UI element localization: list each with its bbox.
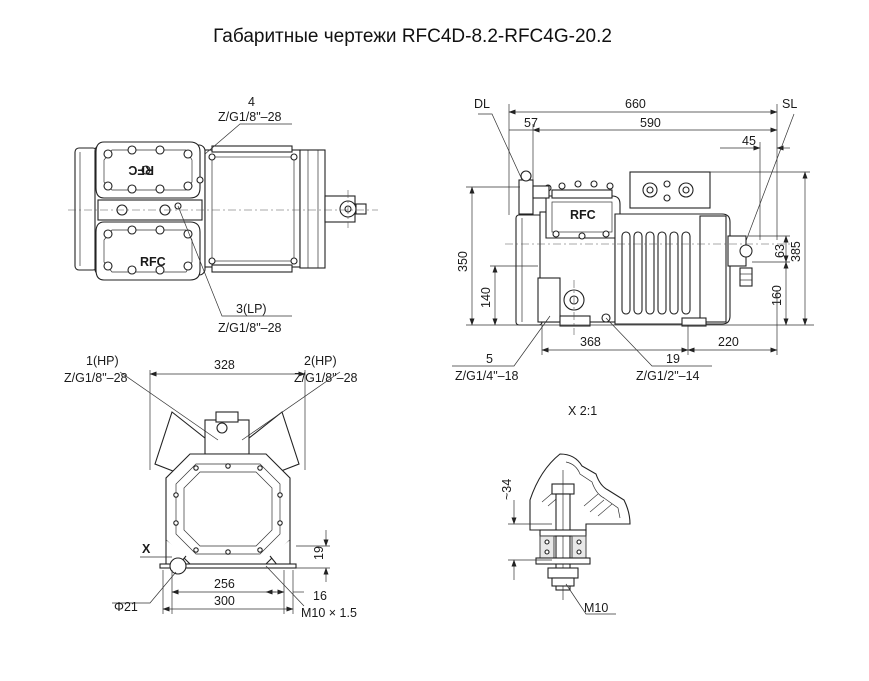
port3-number: 3(LP) — [236, 302, 267, 316]
dim-220: 220 — [718, 335, 739, 349]
x-marker: X — [142, 542, 151, 556]
dim-140: 140 — [479, 287, 493, 308]
port2-thread: Z/G1/8"–28 — [294, 371, 358, 385]
side-view: 660 57 590 45 DL SL RFC — [452, 97, 814, 383]
detail-bolt-label: M10 — [584, 601, 608, 615]
dim-63: 63 — [773, 244, 787, 258]
port4-number: 4 — [248, 95, 255, 109]
port2-number: 2(HP) — [304, 354, 337, 368]
detail-label: X 2:1 — [568, 404, 597, 418]
dim-45: 45 — [742, 134, 756, 148]
side-head-brand: RFC — [570, 208, 596, 222]
top-view: RFC RFC 4 Z/G1 — [68, 95, 378, 335]
dim-16: 16 — [313, 589, 327, 603]
dim-19: 19 — [312, 546, 326, 560]
dim-660: 660 — [625, 97, 646, 111]
dim-385: 385 — [789, 241, 803, 262]
port5-thread: Z/G1/4"–18 — [455, 369, 519, 383]
port5-number: 5 — [486, 352, 493, 366]
sl-label: SL — [782, 97, 797, 111]
dim-368: 368 — [580, 335, 601, 349]
port3-thread: Z/G1/8"–28 — [218, 321, 282, 335]
port4-thread: Z/G1/8"–28 — [218, 110, 282, 124]
top-head-brand: RFC — [128, 163, 154, 177]
bottom-head-brand: RFC — [140, 255, 166, 269]
dim-57: 57 — [524, 116, 538, 130]
port19-thread: Z/G1/2"–14 — [636, 369, 700, 383]
dim-350: 350 — [456, 251, 470, 272]
dim-328: 328 — [214, 358, 235, 372]
port19-number: 19 — [666, 352, 680, 366]
front-view: 1(HP) Z/G1/8"–28 2(HP) Z/G1/8"–28 328 X … — [64, 354, 358, 620]
dim-phi21: Φ21 — [114, 600, 138, 614]
dim-590: 590 — [640, 116, 661, 130]
dim-300: 300 — [214, 594, 235, 608]
dim-34: ~34 — [500, 479, 514, 500]
front-bolt-label: M10 × 1.5 — [301, 606, 357, 620]
port1-thread: Z/G1/8"–28 — [64, 371, 128, 385]
dl-label: DL — [474, 97, 490, 111]
port1-number: 1(HP) — [86, 354, 119, 368]
dim-256: 256 — [214, 577, 235, 591]
page-title: Габаритные чертежи RFC4D-8.2-RFC4G-20.2 — [213, 26, 612, 47]
detail-view: X 2:1 ~34 M10 — [500, 404, 631, 615]
